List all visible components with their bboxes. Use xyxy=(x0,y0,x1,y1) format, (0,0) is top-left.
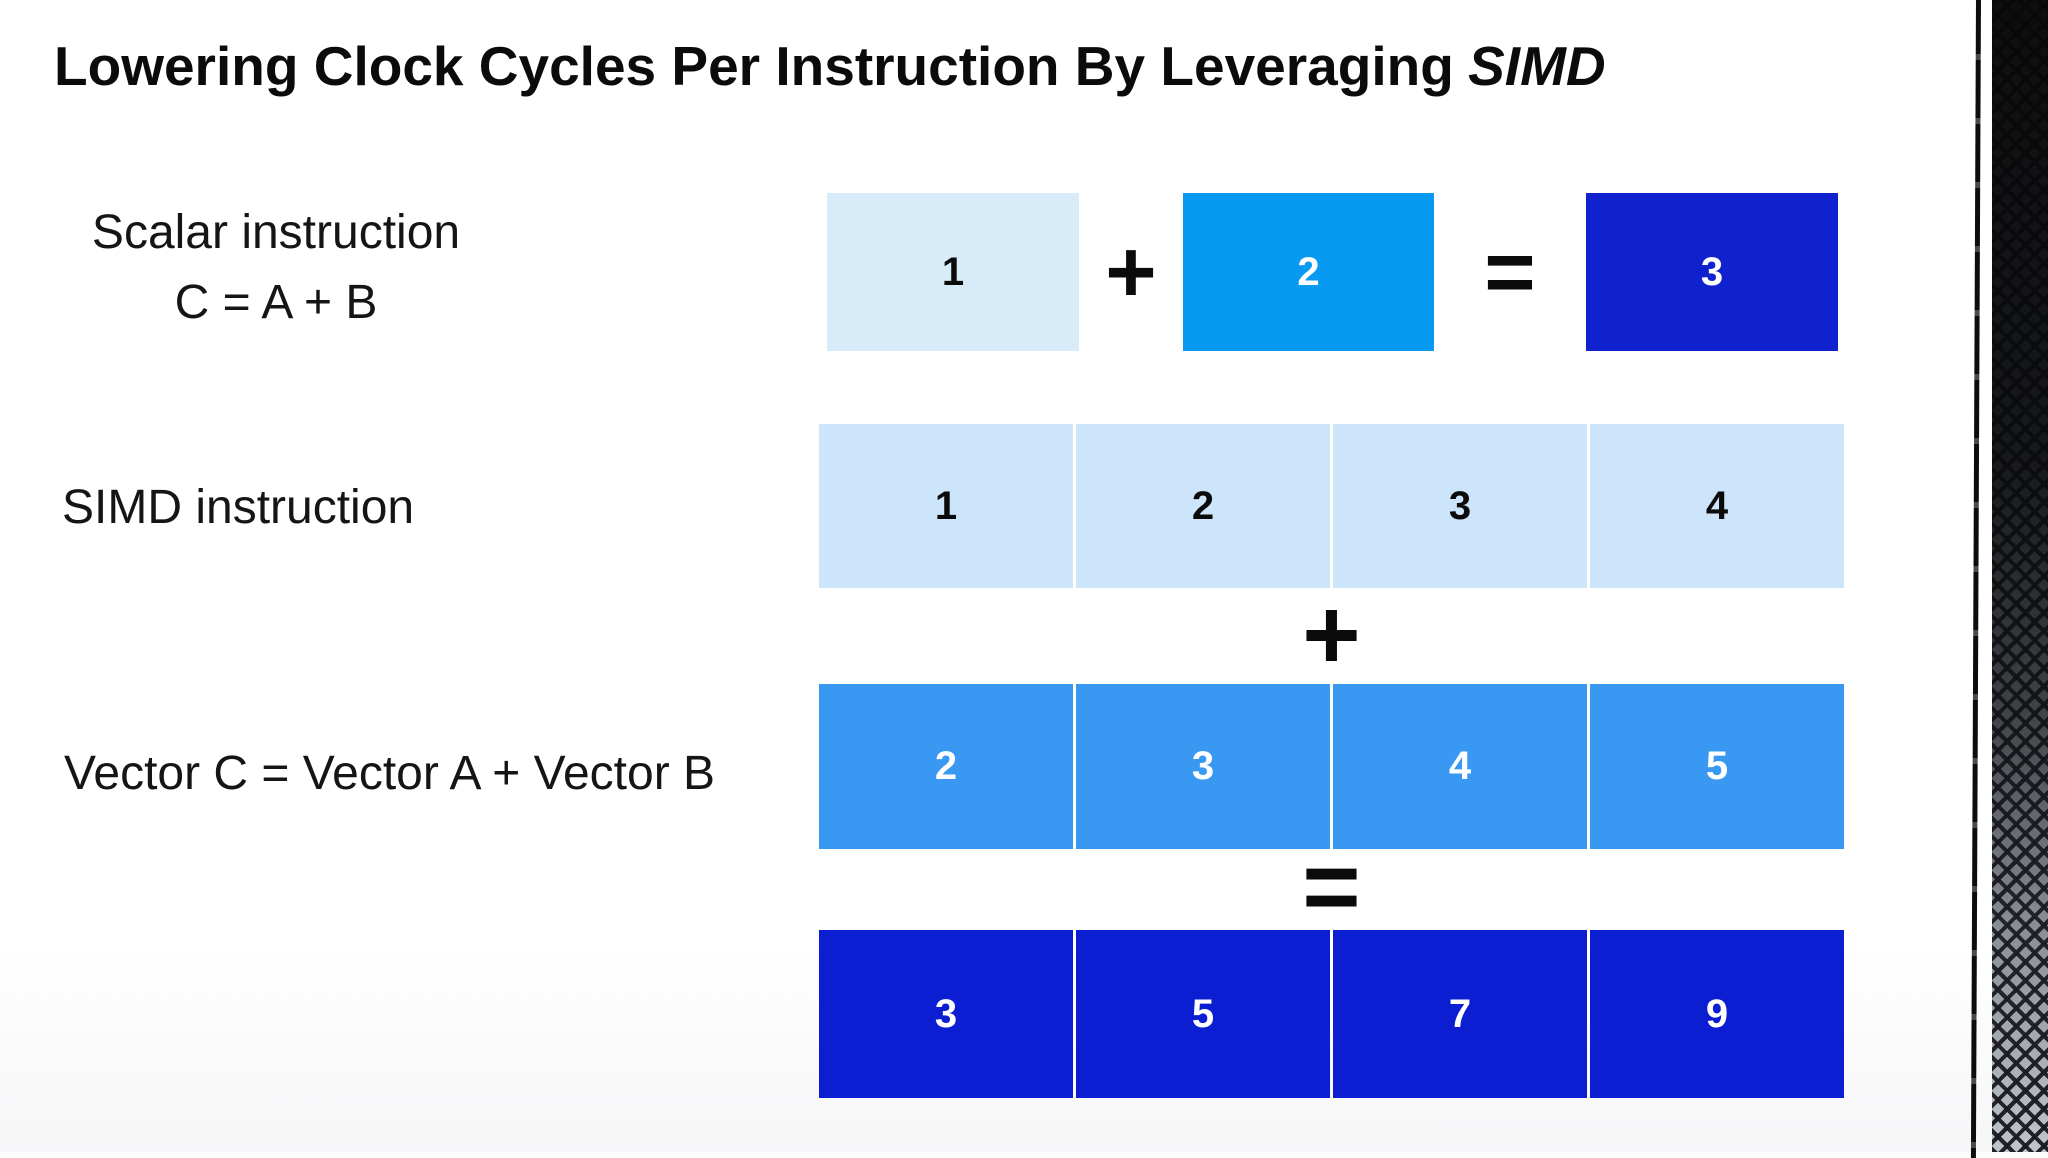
vector-a-cell-1: 1 xyxy=(819,424,1073,588)
scalar-operand-a-box: 1 xyxy=(827,193,1079,351)
vector-b-cell-2: 3 xyxy=(1076,684,1330,849)
vector-a-row: 1 2 3 4 xyxy=(819,424,1844,588)
carbon-texture-strip xyxy=(1992,0,2048,1152)
vector-plus-operator: + xyxy=(1302,578,1361,691)
vector-equals-operator: = xyxy=(1302,830,1361,943)
scalar-plus-operator: + xyxy=(1105,222,1157,321)
vector-a-cell-3: 3 xyxy=(1333,424,1587,588)
vector-c-row: 3 5 7 9 xyxy=(819,930,1844,1098)
vector-c-cell-1: 3 xyxy=(819,930,1073,1098)
scalar-operand-b-box: 2 xyxy=(1183,193,1434,351)
vector-c-cell-3: 7 xyxy=(1333,930,1587,1098)
vector-a-cell-4: 4 xyxy=(1590,424,1844,588)
page-edge-line xyxy=(1970,0,1981,1158)
scalar-result-box: 3 xyxy=(1586,193,1838,351)
vector-b-cell-1: 2 xyxy=(819,684,1073,849)
slide-title-emphasis: SIMD xyxy=(1468,35,1606,97)
vector-a-cell-2: 2 xyxy=(1076,424,1330,588)
scalar-label-line2: C = A + B xyxy=(174,276,378,329)
vector-equation-label: Vector C = Vector A + Vector B xyxy=(64,747,716,800)
slide-title: Lowering Clock Cycles Per Instruction By… xyxy=(54,34,1606,98)
vector-c-cell-2: 5 xyxy=(1076,930,1330,1098)
texture-shade-overlay xyxy=(1992,0,2048,1152)
vector-b-row: 2 3 4 5 xyxy=(819,684,1844,849)
scalar-instruction-label: Scalar instruction C = A + B xyxy=(56,198,496,338)
scalar-equals-operator: = xyxy=(1484,222,1536,321)
simd-instruction-label: SIMD instruction xyxy=(62,481,415,534)
vector-b-cell-4: 5 xyxy=(1590,684,1844,849)
vector-c-cell-4: 9 xyxy=(1590,930,1844,1098)
vector-b-cell-3: 4 xyxy=(1333,684,1587,849)
slide-title-text: Lowering Clock Cycles Per Instruction By… xyxy=(54,35,1454,97)
scalar-label-line1: Scalar instruction xyxy=(91,206,461,259)
